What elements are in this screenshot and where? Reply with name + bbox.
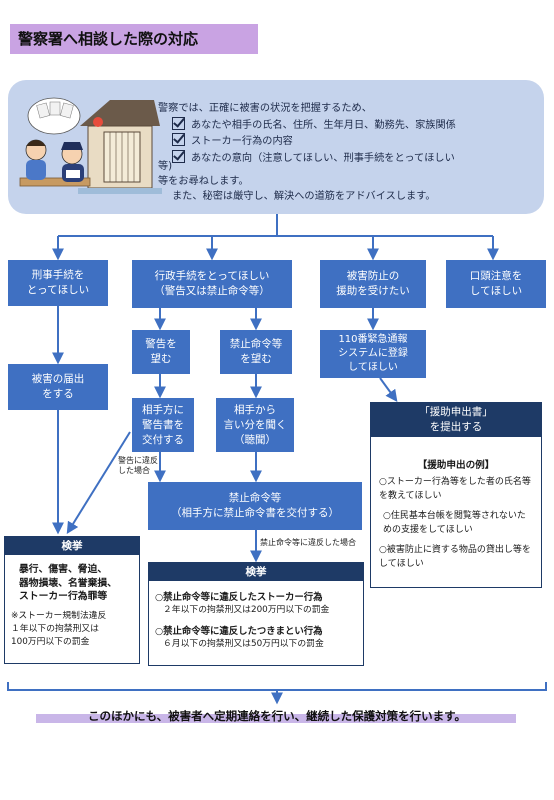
admin-arrest-box: 検挙 ○禁止命令等に違反したストーカー行為 ２年以下の拘禁刑又は200万円以下の…: [148, 562, 364, 666]
hearing-box: 相手から 言い分を聞く （聴聞）: [216, 398, 294, 452]
criminal-arrest-box: 検挙 暴行、傷害、脅迫、 器物損壊、名誉棄損、 ストーカー行為罪等 ※ストーカー…: [4, 536, 140, 664]
criminal-arrest-head: 検挙: [5, 537, 139, 555]
warning-want-box: 警告を 望む: [132, 330, 190, 374]
intro-cont: 等): [158, 161, 173, 172]
checkbox-icon: [172, 133, 185, 147]
order-issue-box: 禁止命令等 （相手方に禁止命令書を交付する）: [148, 482, 362, 530]
intro-check-2: ストーカー行為の内容: [191, 136, 293, 148]
violation-following-title: ○禁止命令等に違反したつきまとい行為: [155, 626, 323, 637]
closing-statement: このほかにも、被害者へ定期連絡を行い、継続した保護対策を行います。: [87, 709, 466, 723]
criminal-offenses: 暴行、傷害、脅迫、 器物損壊、名誉棄損、 ストーカー行為罪等: [19, 564, 117, 602]
checkbox-icon: [172, 116, 185, 130]
order-want-box: 禁止命令等 を望む: [220, 330, 292, 374]
intro-check-1: あなたや相手の氏名、住所、生年月日、勤務先、家族関係: [191, 119, 456, 131]
checkbox-icon: [172, 149, 185, 163]
violation-stalking-title: ○禁止命令等に違反したストーカー行為: [155, 592, 323, 603]
warning-violation-label: 警告に違反 した場合: [118, 456, 158, 475]
page-title: 警察署へ相談した際の対応: [10, 24, 258, 54]
assistance-example-2: ○住民基本台帳を閲覧等されないための支援をしてほしい: [383, 511, 526, 535]
intro-check-3: あなたの意向（注意してほしい、刑事手続をとってほしい: [191, 152, 455, 164]
admin-arrest-head: 検挙: [149, 563, 363, 581]
intro-secret: また、秘密は厳守し、解決への道筋をアドバイスします。: [172, 191, 436, 202]
intro-ask: 等をお尋ねします。: [158, 176, 249, 187]
assistance-request-head: 「援助申出書」 を提出する: [371, 403, 541, 437]
violation-stalking-penalty: ２年以下の拘禁刑又は200万円以下の罰金: [163, 605, 330, 615]
victim-report-box: 被害の届出 をする: [8, 364, 108, 410]
branch-prevention: 被害防止の 援助を受けたい: [320, 260, 426, 308]
assistance-example-1: ○ストーカー行為等をした者の氏名等を教えてほしい: [379, 477, 531, 501]
order-violation-label: 禁止命令等に違反した場合: [260, 538, 356, 547]
emergency-registration-box: 110番緊急通報 システムに登録 してほしい: [320, 330, 426, 378]
police-consultation-illustration: [19, 97, 162, 194]
warning-issue-box: 相手方に 警告書を 交付する: [132, 398, 194, 452]
branch-criminal: 刑事手続を とってほしい: [8, 260, 108, 306]
intro-text: 警察では、正確に被害の状況を把握するため、 あなたや相手の氏名、住所、生年月日、…: [158, 102, 543, 166]
assistance-examples-title: 【援助申出の例】: [417, 460, 495, 471]
closing-highlight: [36, 714, 516, 723]
assistance-request-box: 「援助申出書」 を提出する 【援助申出の例】 ○ストーカー行為等をした者の氏名等…: [370, 402, 542, 588]
branch-admin: 行政手続をとってほしい （警告又は禁止命令等）: [132, 260, 292, 308]
stalker-law-penalty-note: ※ストーカー規制法違反 １年以下の拘禁刑又は 100万円以下の罰金: [11, 610, 107, 647]
branch-verbal-warning: 口頭注意を してほしい: [446, 260, 546, 308]
violation-following-penalty: ６月以下の拘禁刑又は50万円以下の罰金: [163, 639, 324, 649]
assistance-example-3: ○被害防止に資する物品の貸出し等をしてほしい: [379, 545, 531, 569]
intro-lead: 警察では、正確に被害の状況を把握するため、: [158, 103, 372, 114]
